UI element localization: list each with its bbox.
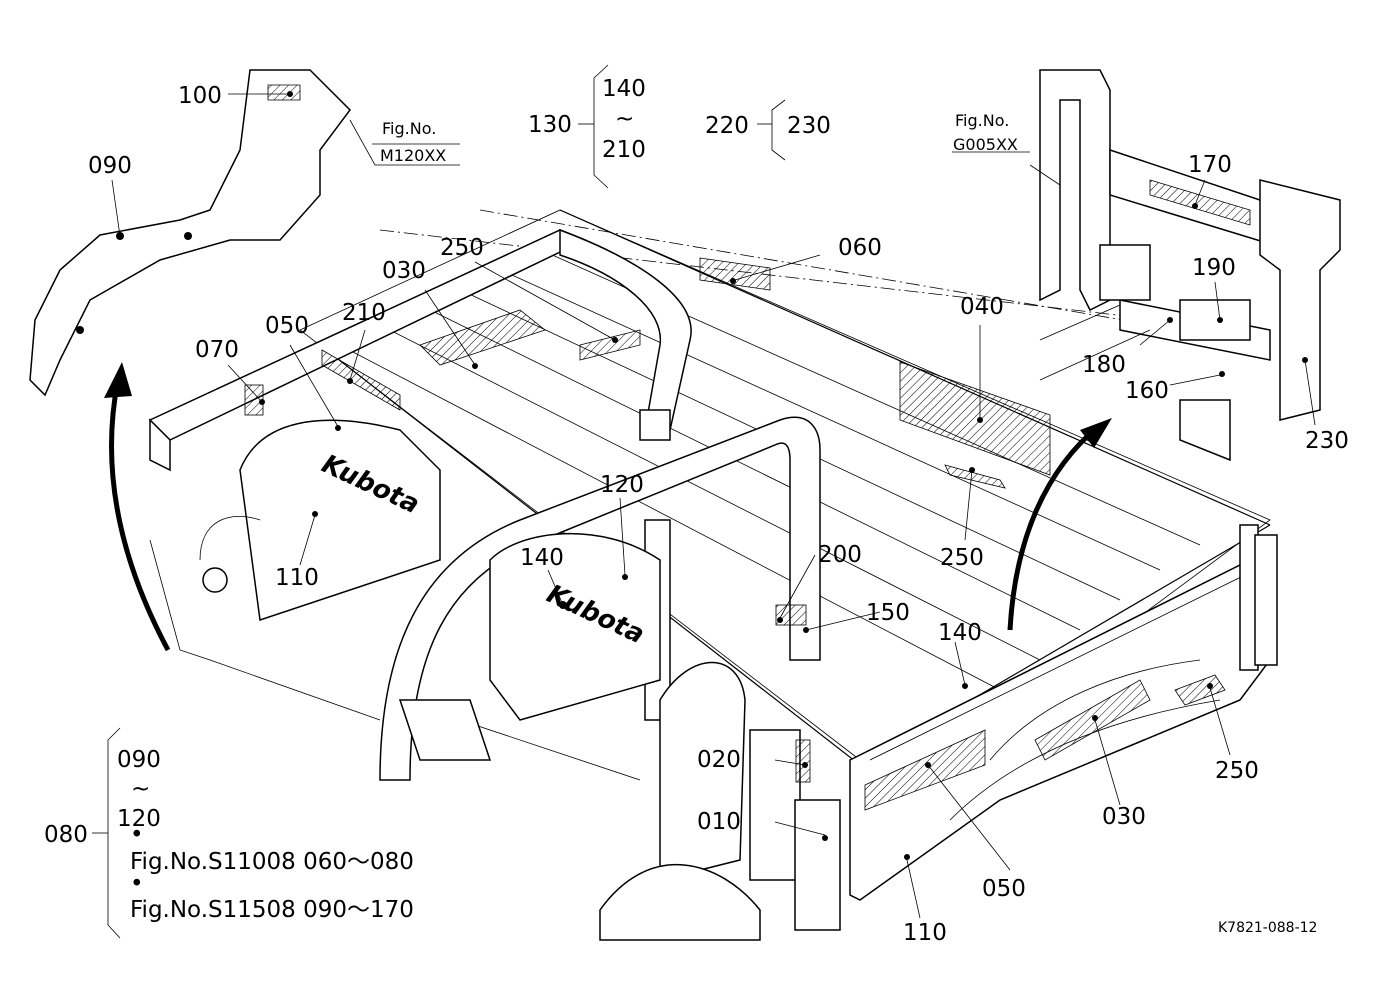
callout-190: 190 bbox=[1192, 255, 1236, 281]
fig-ref-g-code: G005XX bbox=[953, 135, 1018, 154]
callout-140-right: 140 bbox=[938, 620, 982, 646]
callout-050-bottom: 050 bbox=[982, 876, 1026, 902]
callout-100: 100 bbox=[178, 83, 222, 109]
callout-250-right: 250 bbox=[1215, 758, 1259, 784]
callout-230-right: 230 bbox=[1305, 428, 1349, 454]
drawing-code: K7821-088-12 bbox=[1218, 920, 1317, 936]
tilde-top: ~ bbox=[615, 106, 634, 132]
callout-140-mid: 140 bbox=[520, 545, 564, 571]
fig-ref-g-label: Fig.No. bbox=[955, 111, 1009, 130]
callout-090-bottom: 090 bbox=[117, 747, 161, 773]
callout-250-mid: 250 bbox=[940, 545, 984, 571]
seat-backs: Kubota Kubota bbox=[239, 419, 661, 721]
callout-230-top: 230 bbox=[787, 113, 831, 139]
callout-040: 040 bbox=[960, 294, 1004, 320]
lower-chassis bbox=[149, 516, 841, 941]
fig-ref-s11508: Fig.No.S11508 090～170 bbox=[130, 897, 414, 923]
callout-160: 160 bbox=[1125, 378, 1169, 404]
fig-ref-m-label: Fig.No. bbox=[382, 119, 436, 138]
callout-labels: 100 090 130 140 ~ 210 220 230 170 190 18… bbox=[44, 76, 1349, 946]
bullet-1: • bbox=[130, 822, 144, 848]
arrow-head-right-icon bbox=[1080, 418, 1112, 448]
callout-060: 060 bbox=[838, 235, 882, 261]
callout-130: 130 bbox=[528, 112, 572, 138]
bullet-2: • bbox=[130, 871, 144, 897]
callout-110-left: 110 bbox=[275, 565, 319, 591]
callout-070: 070 bbox=[195, 337, 239, 363]
callout-210-top: 210 bbox=[602, 137, 646, 163]
callout-250-top: 250 bbox=[440, 235, 484, 261]
callout-210-left: 210 bbox=[342, 300, 386, 326]
decals bbox=[244, 257, 1226, 811]
callout-170: 170 bbox=[1188, 152, 1232, 178]
callout-020: 020 bbox=[697, 747, 741, 773]
rear-fender-part bbox=[29, 69, 351, 397]
callout-200: 200 bbox=[818, 542, 862, 568]
fig-ref-m-code: M120XX bbox=[380, 146, 446, 165]
callout-150: 150 bbox=[866, 600, 910, 626]
leader-lines bbox=[111, 91, 1316, 919]
fig-ref-s11008: Fig.No.S11008 060～080 bbox=[130, 849, 414, 875]
callout-050-left: 050 bbox=[265, 313, 309, 339]
arrow-head-left-icon bbox=[104, 362, 132, 398]
callout-220: 220 bbox=[705, 113, 749, 139]
group-brackets bbox=[92, 64, 1030, 939]
callout-090: 090 bbox=[88, 153, 132, 179]
callout-120: 120 bbox=[600, 472, 644, 498]
callout-080: 080 bbox=[44, 822, 88, 848]
figure-references: Fig.No. M120XX Fig.No. G005XX Fig.No.S11… bbox=[130, 111, 1317, 936]
callout-030-top: 030 bbox=[382, 258, 426, 284]
callout-110-bottom: 110 bbox=[903, 920, 947, 946]
right-bracket-assembly bbox=[1039, 69, 1341, 462]
tilde-bottom: ~ bbox=[131, 776, 150, 802]
callout-140-top: 140 bbox=[602, 76, 646, 102]
callout-180: 180 bbox=[1082, 352, 1126, 378]
callout-010: 010 bbox=[697, 809, 741, 835]
direction-arrows bbox=[104, 362, 1112, 652]
callout-120-bottom: 120 bbox=[117, 806, 161, 832]
callout-030-bottom: 030 bbox=[1102, 804, 1146, 830]
